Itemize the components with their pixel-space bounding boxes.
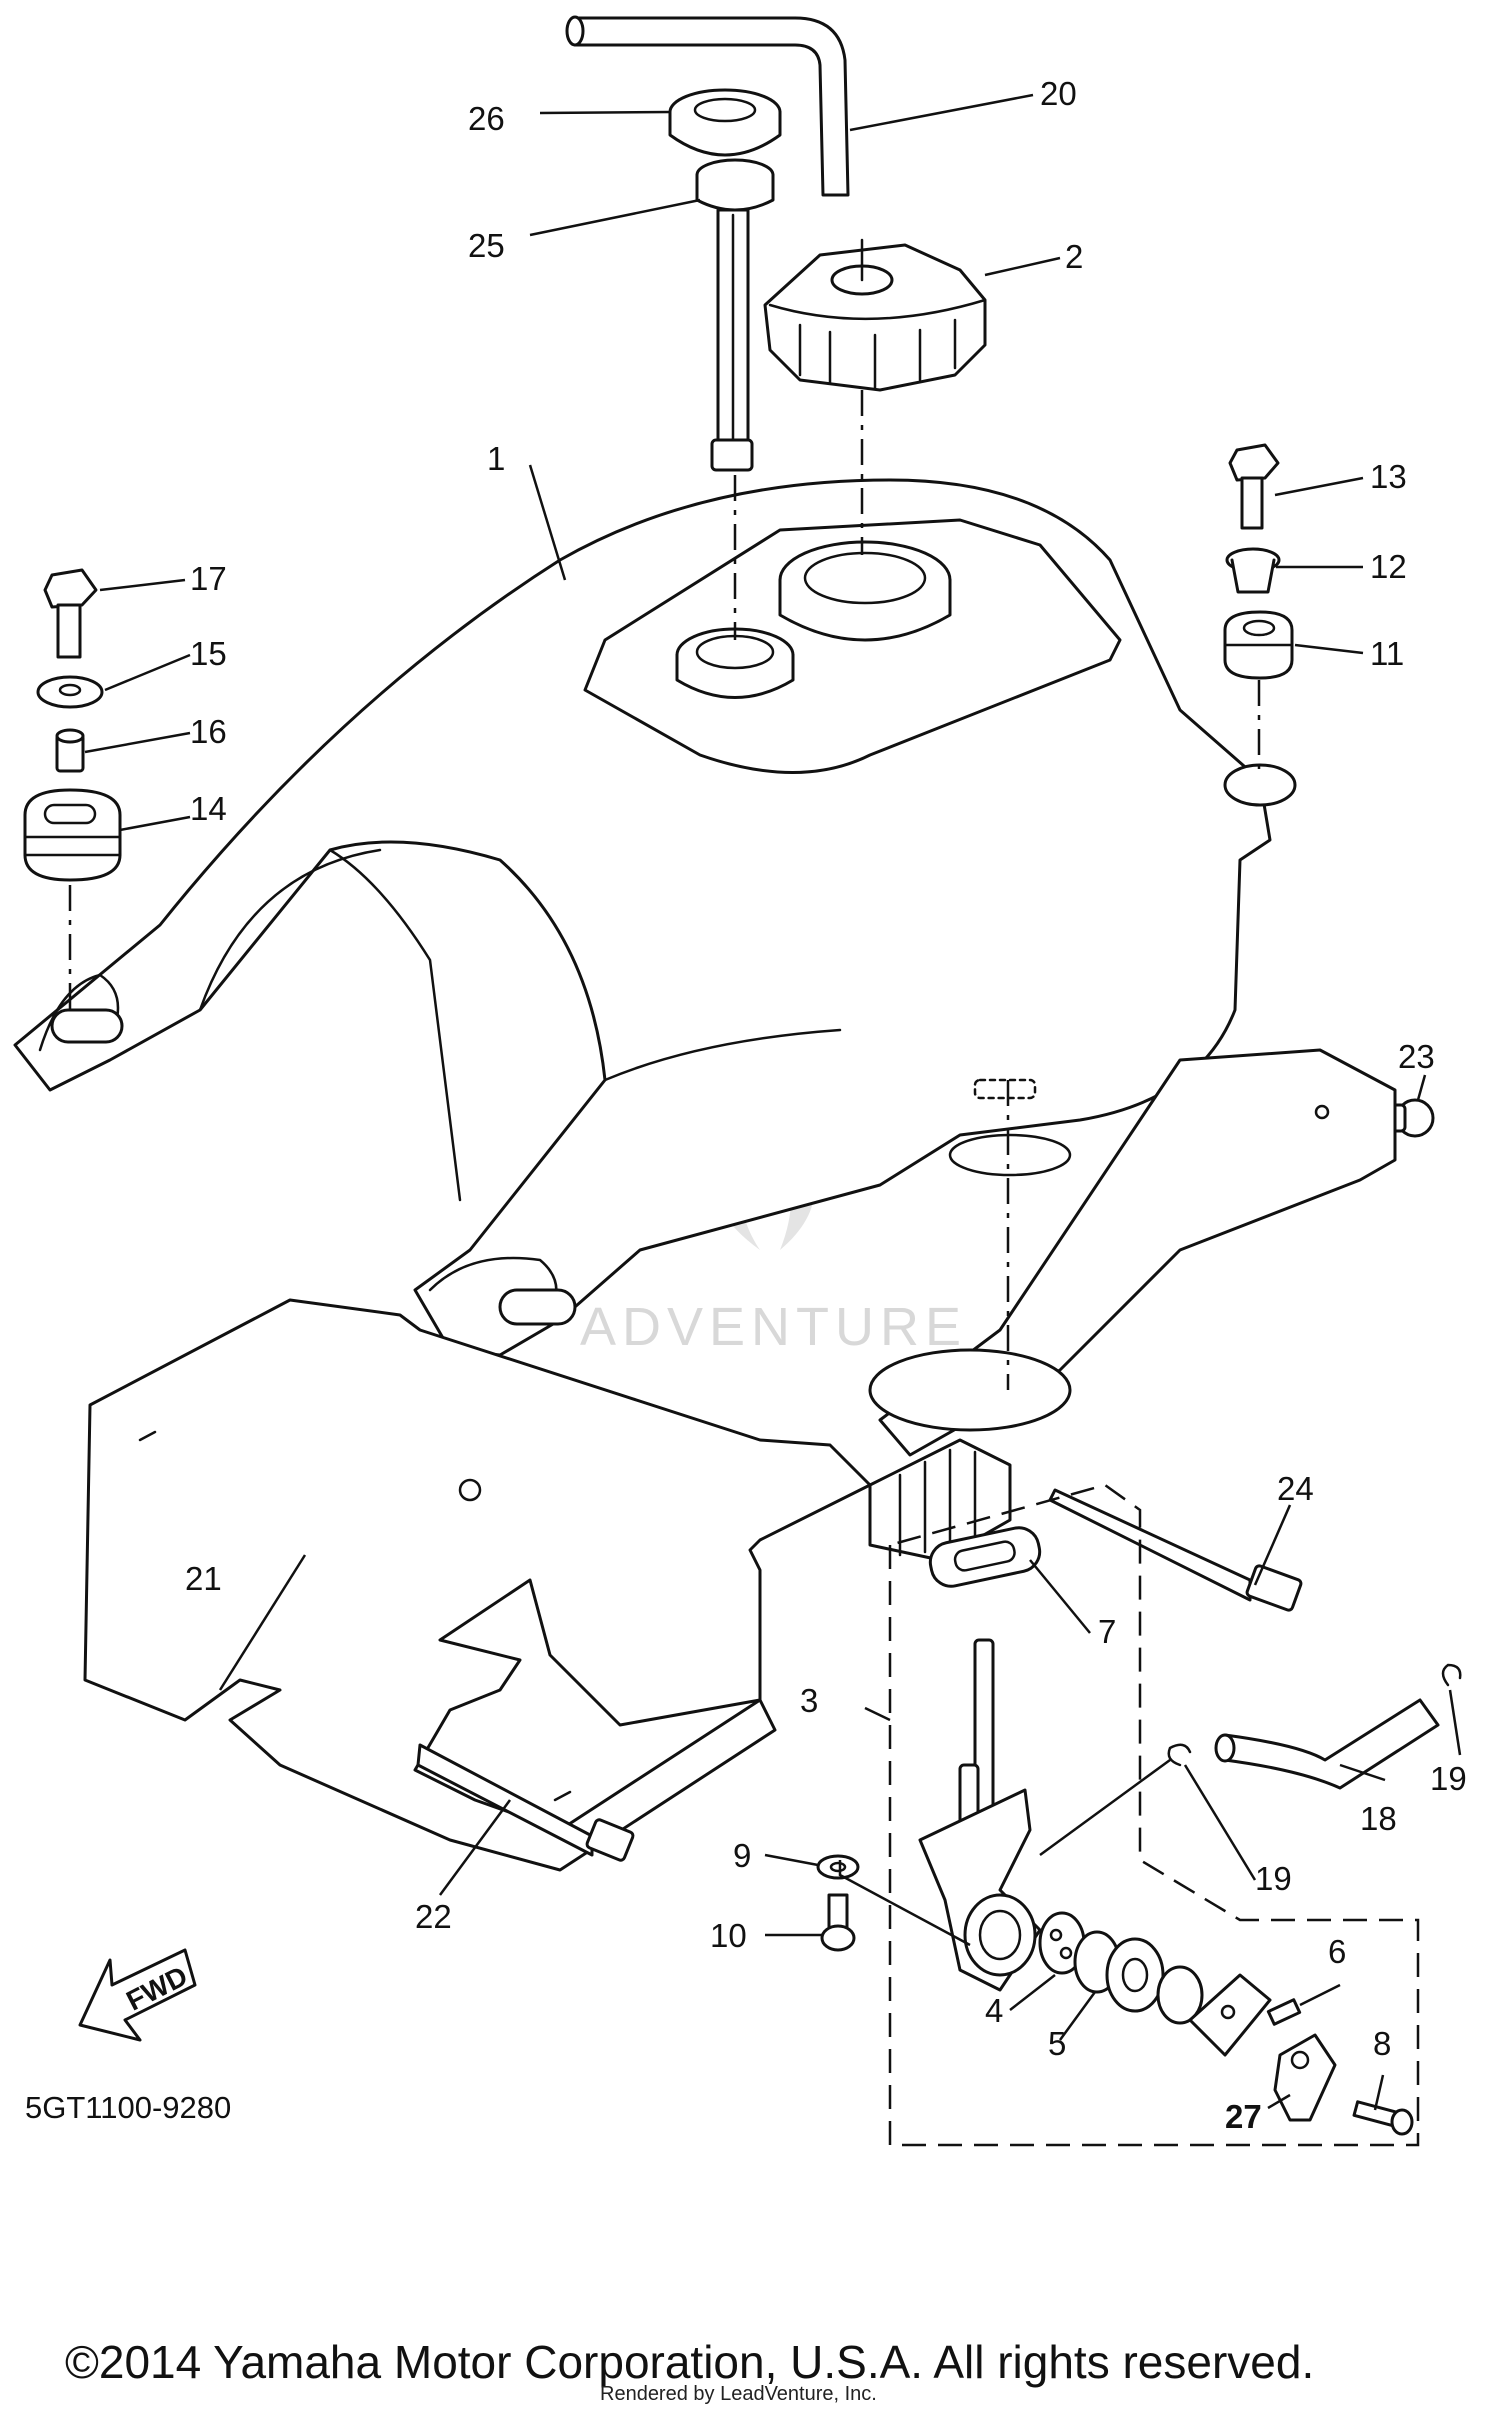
- washer-15: [36, 675, 104, 709]
- label-part-7: 7: [1098, 1613, 1116, 1650]
- fuel-tank-1: [13, 478, 1297, 1357]
- vent-hose-20: [565, 15, 850, 197]
- cable-tie-24: [1048, 1488, 1303, 1612]
- assembly-boundary: [888, 1483, 1420, 2147]
- cushion-block: [868, 1438, 1012, 1562]
- label-part-11: 11: [1370, 635, 1404, 672]
- knob-27: [1273, 2033, 1337, 2122]
- label-part-10: 10: [710, 1917, 747, 1954]
- bolt-13: [1228, 443, 1280, 530]
- diagram-code: 5GT1100-9280: [25, 2090, 231, 2125]
- label-part-5: 5: [1048, 2025, 1066, 2062]
- label-part-19-right: 19: [1430, 1760, 1467, 1797]
- screw-6: [1266, 1998, 1302, 2026]
- label-part-1: 1: [487, 440, 505, 477]
- screw-8: [1352, 2100, 1414, 2136]
- fuel-hose-18: [1214, 1698, 1440, 1790]
- label-part-18: 18: [1360, 1800, 1397, 1837]
- cover-plate: [1188, 1973, 1272, 2057]
- fuel-cap-2: [763, 238, 987, 392]
- washer-9: [816, 1854, 860, 1880]
- collar-12: [1225, 547, 1281, 594]
- grommet-26: [668, 88, 782, 157]
- watermark-text: ADVENTURE: [580, 1297, 967, 1357]
- centerlines: [68, 390, 1261, 1390]
- protector-sheet-21: [83, 1298, 872, 1872]
- grommet-14: [23, 788, 122, 882]
- label-part-2: 2: [1065, 238, 1083, 275]
- label-part-20: 20: [1040, 75, 1077, 112]
- label-part-8: 8: [1373, 2025, 1391, 2062]
- label-part-16: 16: [190, 713, 227, 750]
- label-part-27: 27: [1225, 2098, 1262, 2135]
- label-part-23: 23: [1398, 1038, 1435, 1075]
- label-part-19-left: 19: [1255, 1860, 1292, 1897]
- rendered-by-note: Rendered by LeadVenture, Inc.: [600, 2383, 877, 2405]
- tank-bracket: [868, 1048, 1397, 1457]
- label-part-9: 9: [733, 1837, 751, 1874]
- label-part-12: 12: [1370, 548, 1407, 585]
- label-part-6: 6: [1328, 1933, 1346, 1970]
- fwd-arrow-icon: FWD: [78, 1948, 197, 2042]
- screw-10: [820, 1893, 856, 1952]
- part-labels: 1 2 3 4 5 6 7 8 9 10 11 12 13 14 15 16 1…: [185, 75, 1467, 2135]
- label-part-21: 21: [185, 1560, 222, 1597]
- label-part-3: 3: [800, 1682, 818, 1719]
- leader-lines: [84, 93, 1462, 2111]
- label-part-4: 4: [985, 1992, 1003, 2029]
- hose-clip-19a: [1167, 1743, 1192, 1767]
- fuel-cock-3: [918, 1638, 1042, 1992]
- label-part-17: 17: [190, 560, 227, 597]
- grommet-11: [1223, 610, 1294, 680]
- copyright-notice: ©2014 Yamaha Motor Corporation, U.S.A. A…: [65, 2336, 1314, 2388]
- label-part-26: 26: [468, 100, 505, 137]
- lever-seal: [1105, 1937, 1204, 2025]
- hose-clip-19b: [1441, 1663, 1462, 1687]
- label-part-22: 22: [415, 1898, 452, 1935]
- fuel-sender-25: [695, 158, 775, 472]
- cable-tie-22: [416, 1743, 635, 1862]
- label-part-14: 14: [190, 790, 227, 827]
- bolt-17: [43, 568, 98, 659]
- label-part-13: 13: [1370, 458, 1407, 495]
- collar-16: [55, 728, 85, 773]
- label-part-15: 15: [190, 635, 227, 672]
- label-part-25: 25: [468, 227, 505, 264]
- gasket-7: [928, 1526, 1042, 1588]
- label-part-24: 24: [1277, 1470, 1314, 1507]
